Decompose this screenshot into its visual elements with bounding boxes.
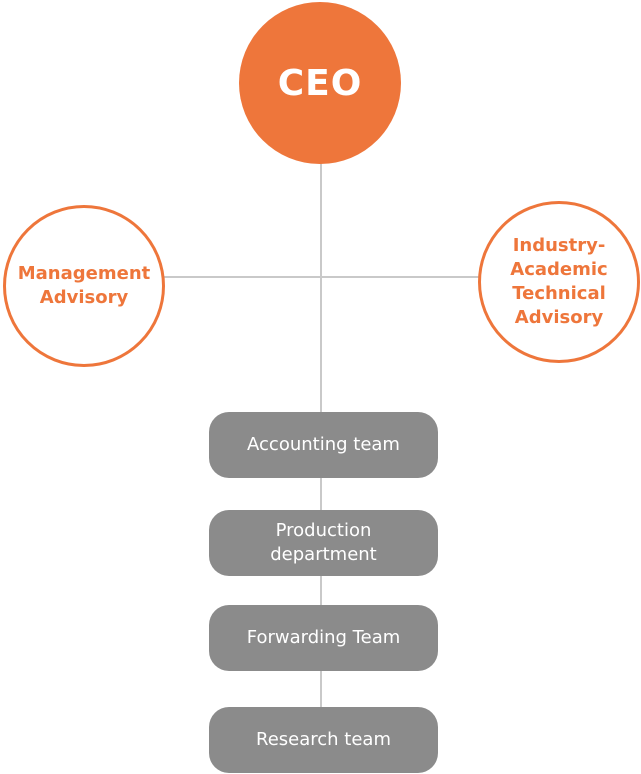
technical-advisory-node: Industry- Academic Technical Advisory: [478, 201, 640, 363]
accounting-team-node: Accounting team: [209, 412, 438, 478]
forwarding-team-node: Forwarding Team: [209, 605, 438, 671]
research-team-label: Research team: [256, 729, 391, 750]
ceo-label: CEO: [277, 62, 363, 104]
research-team-node: Research team: [209, 707, 438, 773]
management-advisory-node: Management Advisory: [3, 205, 165, 367]
technical-advisory-label: Industry- Academic Technical Advisory: [510, 235, 608, 328]
ceo-node: CEO: [239, 2, 401, 164]
accounting-team-label: Accounting team: [247, 434, 400, 455]
management-advisory-label: Management Advisory: [17, 263, 151, 308]
horizontal-connector: [160, 276, 482, 278]
production-department-node: Production department: [209, 510, 438, 576]
production-department-label: Production department: [270, 520, 377, 565]
forwarding-team-label: Forwarding Team: [246, 627, 401, 648]
